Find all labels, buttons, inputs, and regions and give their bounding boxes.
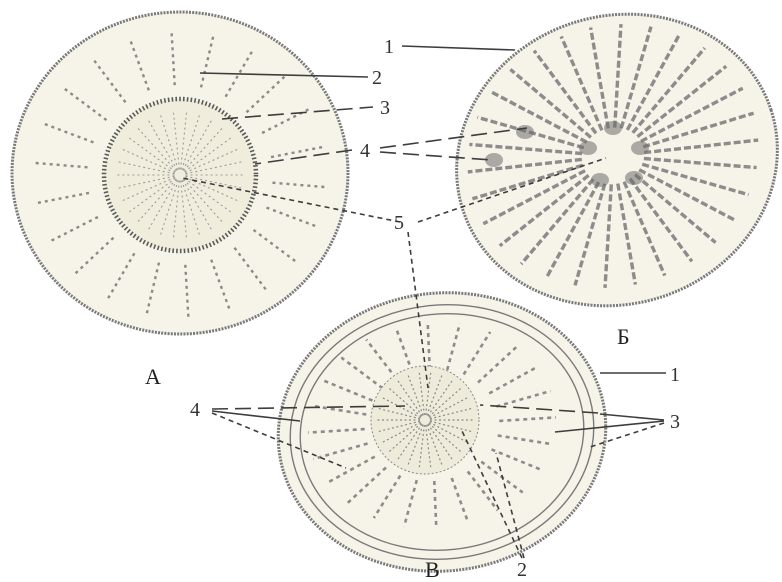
- section-a-letter: А: [145, 364, 161, 389]
- section-a: [12, 12, 348, 334]
- label-2-bottom: 2: [517, 559, 527, 581]
- vascular-bundle: [579, 141, 597, 155]
- vascular-bundle: [625, 171, 643, 185]
- leader-1-top: [402, 46, 515, 50]
- leader-3-right-a: [600, 414, 664, 420]
- vascular-bundle: [604, 121, 622, 135]
- section-a-endodermis: [104, 99, 256, 251]
- label-1-right: 1: [670, 364, 680, 386]
- label-5-top: 5: [394, 212, 404, 234]
- vascular-bundle: [591, 173, 609, 187]
- vascular-bundle: [631, 141, 649, 155]
- label-3-right: 3: [670, 411, 680, 433]
- vascular-bundle: [516, 125, 534, 139]
- section-v-letter: В: [425, 557, 440, 582]
- label-4-top: 4: [360, 140, 370, 162]
- section-b-letter: Б: [617, 324, 630, 349]
- section-v: [264, 277, 619, 582]
- label-2-top: 2: [372, 67, 382, 89]
- label-1-top: 1: [384, 36, 394, 58]
- label-4-left: 4: [190, 399, 200, 421]
- label-3-top: 3: [380, 97, 390, 119]
